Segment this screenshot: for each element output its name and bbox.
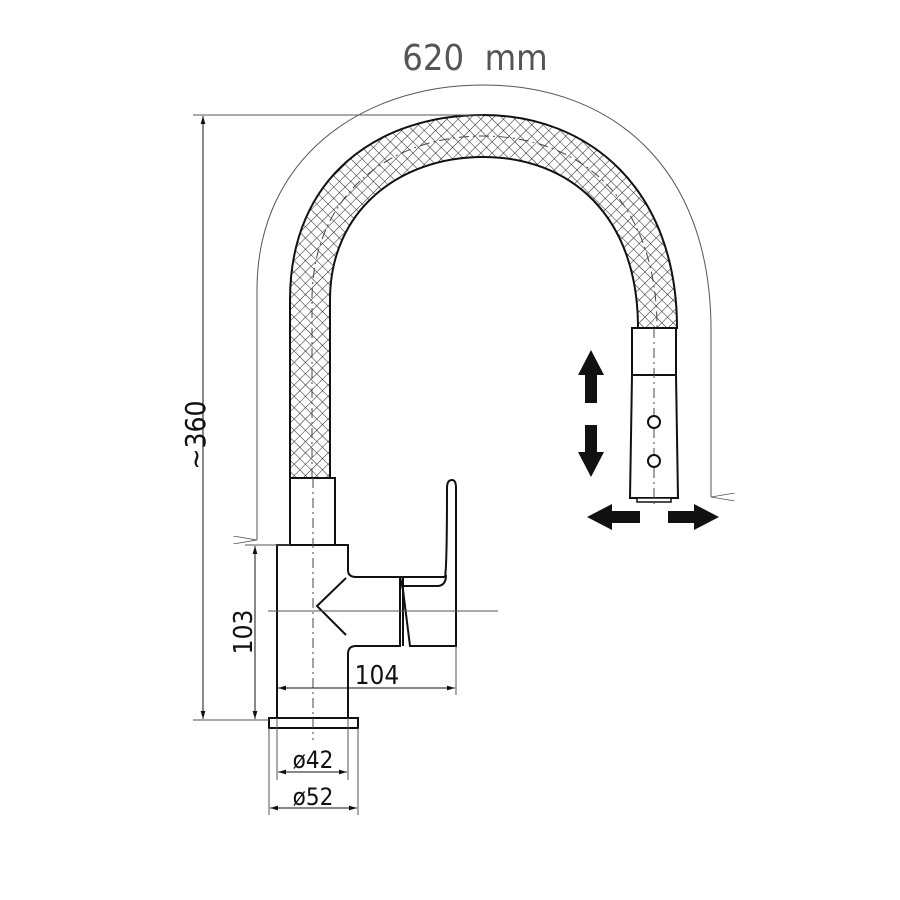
hose-centerline <box>311 135 658 478</box>
body-height-label: 103 <box>229 610 259 655</box>
arrow-down-icon <box>578 425 604 477</box>
height-label: ~360 <box>179 400 212 469</box>
lever-handle <box>398 478 457 647</box>
arrow-left-icon <box>587 504 640 530</box>
spray-button <box>647 415 661 429</box>
spout-tube <box>289 477 336 546</box>
body-diameter-label: ø42 <box>293 746 334 774</box>
flexible-hose <box>289 113 679 479</box>
faucet-body <box>276 544 401 719</box>
arc-length-dimension <box>257 84 711 540</box>
arrow-up-icon <box>578 350 604 403</box>
arrow-right-icon <box>668 504 719 530</box>
base-diameter-label: ø52 <box>293 783 334 811</box>
spray-button <box>647 454 661 468</box>
lever-reach-label: 104 <box>355 661 400 691</box>
arc-length-label: 620 mm <box>402 38 547 79</box>
cartridge-mark <box>315 577 347 636</box>
